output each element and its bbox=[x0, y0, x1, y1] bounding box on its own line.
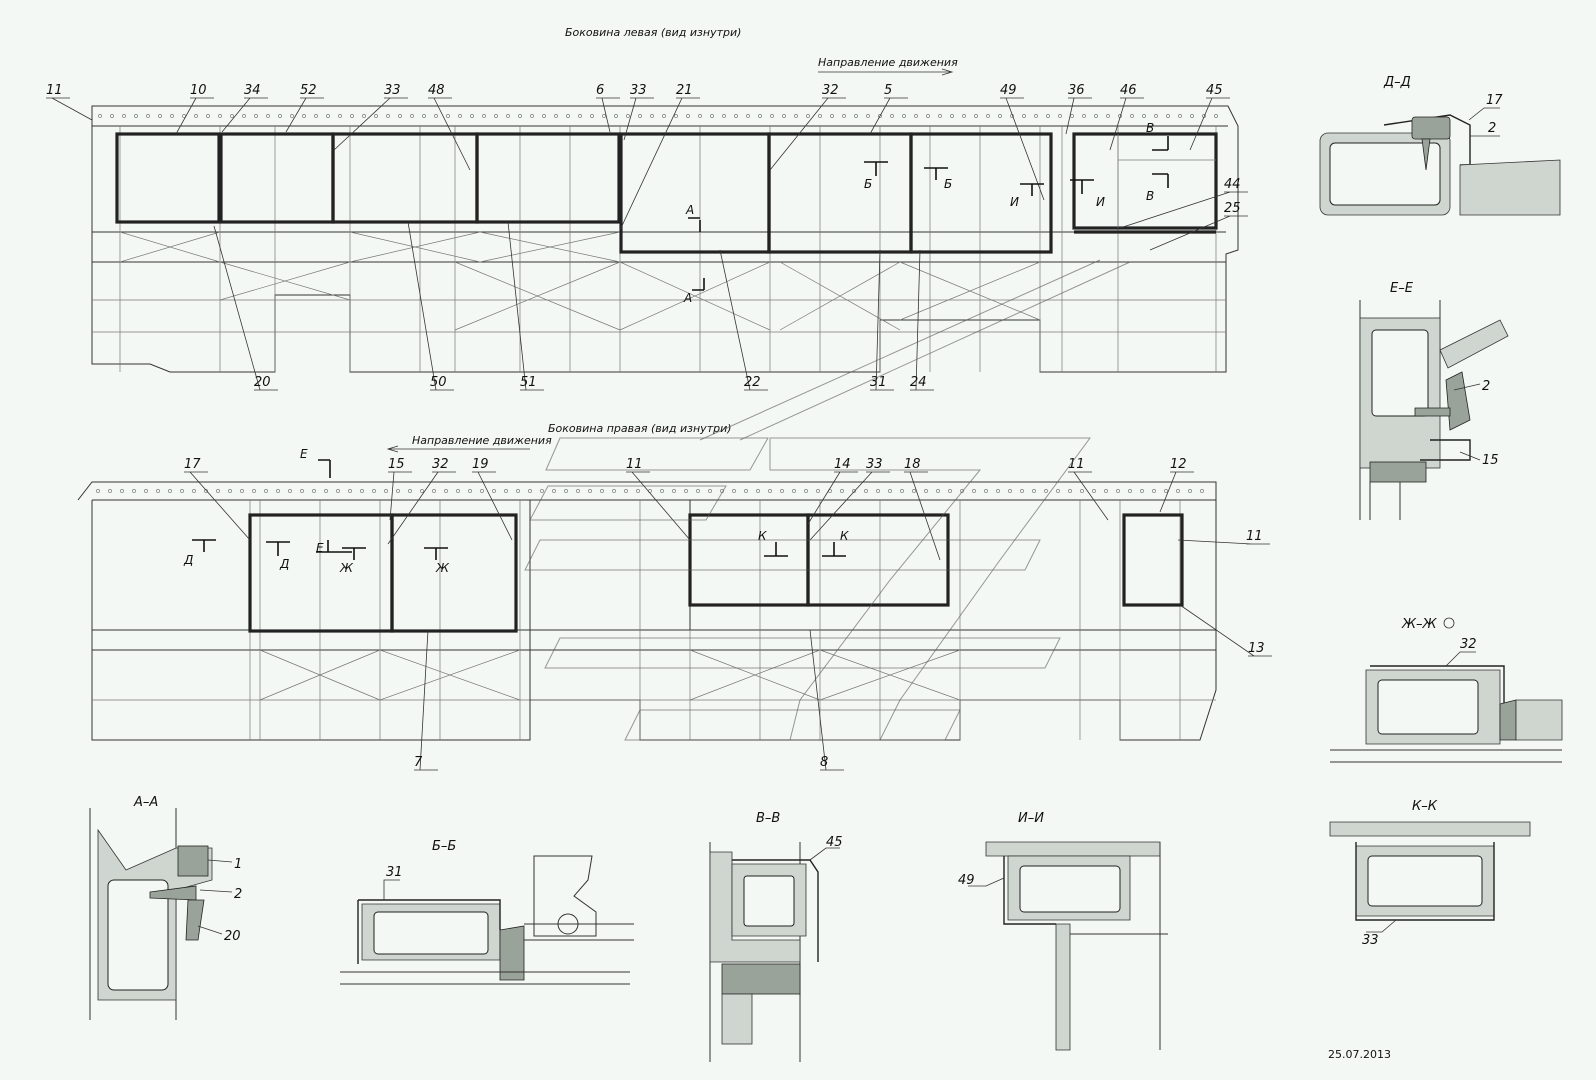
topBottomCallouts-label: 20 bbox=[254, 375, 271, 390]
bottomCallouts-label: 17 bbox=[184, 457, 201, 472]
topCallouts-label: 34 bbox=[244, 83, 261, 98]
section-ee: Е–Е 2 15 bbox=[1359, 281, 1509, 520]
section-aa: А–А 1 2 20 bbox=[89, 795, 242, 1020]
section-bb: Б–Б 31 bbox=[340, 839, 634, 985]
topCallouts-label: 32 bbox=[822, 83, 839, 98]
right-side-title: Боковина правая (вид изнутри) bbox=[548, 422, 732, 435]
cut-mark-k2: К bbox=[840, 529, 849, 543]
cut-mark-d2: Д bbox=[279, 557, 289, 571]
topCallouts-label: 46 bbox=[1120, 83, 1137, 98]
cut-mark-b2: Б bbox=[944, 177, 952, 191]
cut-mark-i1: И bbox=[1010, 195, 1019, 209]
cut-mark-k1: К bbox=[758, 529, 767, 543]
topCallouts-label: 21 bbox=[676, 83, 693, 98]
cut-mark-i2: И bbox=[1096, 195, 1105, 209]
section-vv: В–В 45 bbox=[709, 811, 843, 1062]
section-kk: К–К 33 bbox=[1329, 799, 1531, 948]
bottomCallouts-label: 32 bbox=[432, 457, 449, 472]
section-ee-label-15: 15 bbox=[1482, 453, 1499, 468]
section-kk-title: К–К bbox=[1412, 799, 1438, 814]
direction-top-arrow bbox=[818, 68, 954, 76]
topCallouts-label: 25 bbox=[1224, 201, 1241, 216]
cut-mark-zh1: Ж bbox=[339, 561, 354, 575]
section-bb-title: Б–Б bbox=[432, 839, 456, 854]
bottomCallouts-label: 12 bbox=[1170, 457, 1187, 472]
cut-mark-e1: Е bbox=[300, 447, 308, 461]
section-zhzh-label-32: 32 bbox=[1460, 637, 1477, 652]
cut-mark-a2: А bbox=[683, 291, 692, 305]
topBottomCallouts-label: 22 bbox=[744, 375, 761, 390]
topCallouts-label: 36 bbox=[1068, 83, 1085, 98]
top-callouts: 11 10 34 52 33 48 6 33 21 32 5 49 36 46 45 44 25 bbox=[46, 83, 1248, 251]
section-kk-label-33: 33 bbox=[1362, 933, 1379, 948]
bottomCallouts-label: 33 bbox=[866, 457, 883, 472]
left-side-title: Боковина левая (вид изнутри) bbox=[565, 26, 741, 39]
rivet-row bbox=[96, 489, 1204, 493]
section-aa-label-20: 20 bbox=[224, 929, 241, 944]
topCallouts-label: 5 bbox=[884, 83, 892, 98]
cut-mark-zh2: Ж bbox=[435, 561, 450, 575]
topCallouts-label: 33 bbox=[630, 83, 647, 98]
section-dd: Д–Д 17 2 bbox=[1319, 75, 1561, 216]
bottom-cut-marks: Е Д Д Е Ж Ж К К bbox=[183, 447, 849, 575]
section-aa-title: А–А bbox=[133, 795, 158, 810]
section-dd-label-2: 2 bbox=[1488, 121, 1496, 136]
topBottomCallouts-label: 51 bbox=[520, 375, 537, 390]
cut-mark-e2: Е bbox=[316, 541, 324, 555]
direction-bottom-label: Направление движения bbox=[412, 434, 552, 447]
topCallouts-label: 52 bbox=[300, 83, 317, 98]
bottomCallouts-label: 15 bbox=[388, 457, 405, 472]
topCallouts-label: 49 bbox=[1000, 83, 1017, 98]
section-zhzh: Ж–Ж 32 bbox=[1330, 617, 1563, 763]
bottomCallouts-label: 18 bbox=[904, 457, 921, 472]
bottomCallouts-label: 7 bbox=[414, 755, 423, 770]
bottomCallouts-label: 11 bbox=[1246, 529, 1263, 544]
left-side-view bbox=[91, 105, 1239, 373]
cut-mark-d1: Д bbox=[183, 553, 193, 567]
cut-mark-v2: В bbox=[1146, 189, 1154, 203]
topBottomCallouts-label: 24 bbox=[910, 375, 927, 390]
bottom-callouts: 17 15 32 19 11 14 33 18 11 12 11 13 7 8 bbox=[184, 457, 1272, 771]
topCallouts-label: 10 bbox=[190, 83, 207, 98]
direction-top-label: Направление движения bbox=[818, 56, 958, 69]
bottomCallouts-label: 11 bbox=[626, 457, 643, 472]
topCallouts-label: 6 bbox=[596, 83, 604, 98]
section-bb-label-31: 31 bbox=[386, 865, 403, 880]
section-ee-label-2: 2 bbox=[1482, 379, 1490, 394]
cut-mark-a1: А bbox=[685, 203, 694, 217]
top-cut-marks: А А Б Б И И В В bbox=[683, 121, 1169, 305]
section-vv-title: В–В bbox=[756, 811, 780, 826]
section-zhzh-title: Ж–Ж bbox=[1401, 617, 1438, 632]
section-ii-title: И–И bbox=[1018, 811, 1044, 826]
section-ii-label-49: 49 bbox=[958, 873, 975, 888]
topBottomCallouts-label: 50 bbox=[430, 375, 447, 390]
topCallouts-label: 11 bbox=[46, 83, 63, 98]
cut-mark-v1: В bbox=[1146, 121, 1154, 135]
section-aa-label-2: 2 bbox=[234, 887, 242, 902]
section-dd-title: Д–Д bbox=[1383, 75, 1411, 90]
bottomCallouts-label: 11 bbox=[1068, 457, 1085, 472]
rivet-row bbox=[98, 114, 1218, 118]
cut-mark-b1: Б bbox=[864, 177, 872, 191]
section-ii: И–И 49 bbox=[958, 811, 1168, 1051]
topCallouts-label: 48 bbox=[428, 83, 445, 98]
topCallouts-label: 44 bbox=[1224, 177, 1241, 192]
right-side-view bbox=[77, 481, 1217, 741]
bottomCallouts-label: 13 bbox=[1248, 641, 1265, 656]
section-vv-label-45: 45 bbox=[826, 835, 843, 850]
watermark-logo bbox=[524, 259, 1131, 741]
topCallouts-label: 33 bbox=[384, 83, 401, 98]
section-aa-label-1: 1 bbox=[234, 857, 242, 872]
bottomCallouts-label: 8 bbox=[820, 755, 828, 770]
section-dd-label-17: 17 bbox=[1486, 93, 1503, 108]
bottomCallouts-label: 14 bbox=[834, 457, 851, 472]
topCallouts-label: 45 bbox=[1206, 83, 1223, 98]
direction-bottom-arrow bbox=[386, 445, 530, 453]
section-ee-title: Е–Е bbox=[1390, 281, 1414, 296]
drawing-date: 25.07.2013 bbox=[1328, 1048, 1391, 1061]
bottomCallouts-label: 19 bbox=[472, 457, 489, 472]
